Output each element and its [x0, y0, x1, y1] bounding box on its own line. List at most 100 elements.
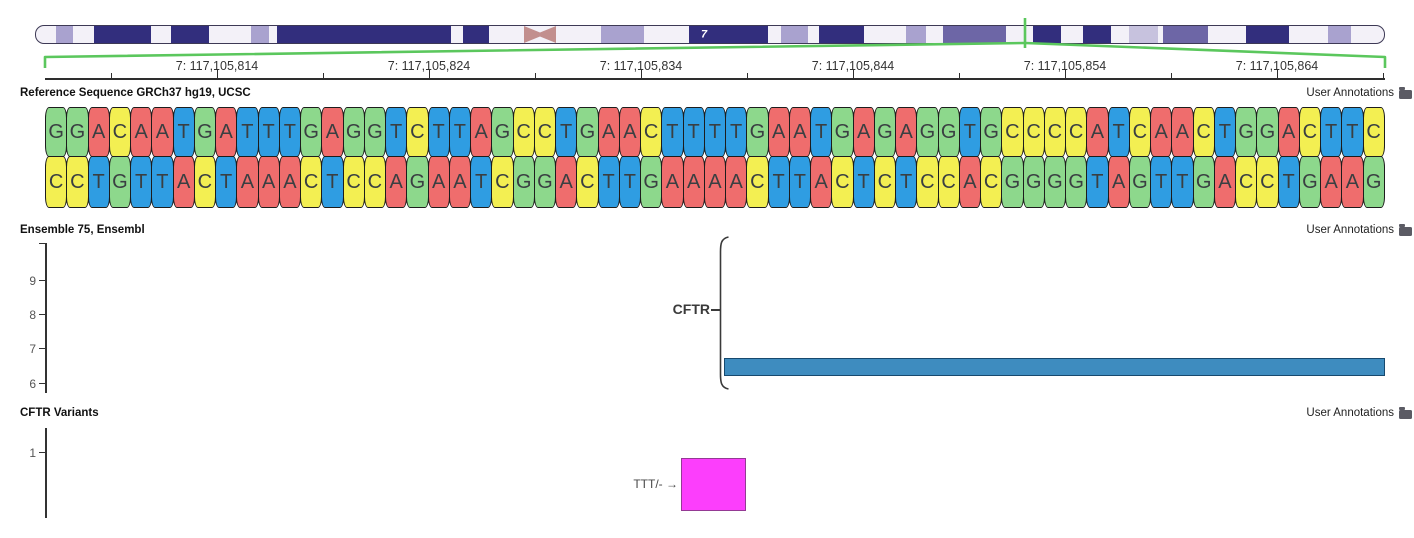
- base-cell: C: [363, 156, 386, 208]
- chromosome-ideogram[interactable]: 7: [35, 25, 1385, 44]
- base-cell: T: [1107, 107, 1130, 157]
- base-cell: C: [193, 156, 216, 208]
- base-cell: G: [873, 107, 896, 157]
- base-cell: G: [45, 107, 68, 157]
- base-cell: A: [1107, 156, 1130, 208]
- base-cell: C: [831, 156, 854, 208]
- axis-tick-label: 6: [29, 377, 36, 391]
- base-cell: A: [555, 156, 578, 208]
- base-cell: A: [618, 107, 641, 157]
- user-annotations-button-reference[interactable]: User Annotations: [1306, 87, 1412, 99]
- variant-box[interactable]: [681, 458, 746, 511]
- base-cell: A: [767, 107, 790, 157]
- base-cell: C: [980, 156, 1003, 208]
- base-cell: A: [682, 156, 705, 208]
- base-cell: C: [1235, 156, 1258, 208]
- base-cell: T: [852, 156, 875, 208]
- base-cell: A: [215, 107, 238, 157]
- base-cell: T: [1171, 156, 1194, 208]
- axis-tick-label: 7: [29, 342, 36, 356]
- base-cell: T: [278, 107, 301, 157]
- base-cell: T: [725, 107, 748, 157]
- base-cell: T: [427, 107, 450, 157]
- base-cell: A: [130, 107, 153, 157]
- variant-allele-label: TTT/- →: [633, 477, 678, 491]
- ideogram-band: [171, 26, 209, 43]
- base-cell: G: [746, 107, 769, 157]
- base-cell: T: [1277, 156, 1300, 208]
- base-cell: T: [1086, 156, 1109, 208]
- base-cell: C: [533, 107, 556, 157]
- base-cell: C: [1022, 107, 1045, 157]
- base-cell: G: [108, 156, 131, 208]
- base-cell: T: [958, 107, 981, 157]
- base-cell: G: [1256, 107, 1279, 157]
- ideogram-band: [1083, 26, 1111, 43]
- base-cell: G: [937, 107, 960, 157]
- base-cell: A: [1171, 107, 1194, 157]
- base-cell: A: [427, 156, 450, 208]
- track-title-variants: CFTR Variants: [20, 407, 99, 419]
- base-cell: C: [45, 156, 68, 208]
- base-cell: G: [363, 107, 386, 157]
- base-cell: A: [1341, 156, 1364, 208]
- gene-name-label: CFTR: [672, 301, 710, 317]
- base-cell: A: [257, 156, 280, 208]
- base-cell: T: [151, 156, 174, 208]
- base-cell: T: [895, 156, 918, 208]
- base-cell: T: [470, 156, 493, 208]
- base-cell: A: [236, 156, 259, 208]
- ideogram-band: [943, 26, 1006, 43]
- track-title-genes: Ensemble 75, Ensembl: [20, 224, 145, 236]
- base-cell: G: [1298, 156, 1321, 208]
- ideogram-band: [277, 26, 451, 43]
- base-cell: T: [257, 107, 280, 157]
- gene-body-bar[interactable]: [724, 358, 1385, 376]
- base-cell: A: [172, 156, 195, 208]
- base-cell: G: [342, 107, 365, 157]
- base-cell: A: [895, 107, 918, 157]
- user-annotations-button-variants[interactable]: User Annotations: [1306, 407, 1412, 419]
- base-cell: G: [640, 156, 663, 208]
- base-cell: C: [342, 156, 365, 208]
- ideogram-band: [1033, 26, 1061, 43]
- folder-icon[interactable]: [1399, 87, 1412, 99]
- base-cell: T: [87, 156, 110, 208]
- base-cell: A: [278, 156, 301, 208]
- base-cell: C: [640, 107, 663, 157]
- base-cell: G: [1001, 156, 1024, 208]
- chromosome-number-label: 7: [701, 28, 708, 40]
- base-cell: G: [1362, 156, 1385, 208]
- base-cell: A: [1320, 156, 1343, 208]
- folder-icon[interactable]: [1399, 224, 1412, 236]
- base-cell: C: [491, 156, 514, 208]
- base-cell: G: [980, 107, 1003, 157]
- base-cell: C: [746, 156, 769, 208]
- base-cell: G: [491, 107, 514, 157]
- base-cell: T: [1150, 156, 1173, 208]
- base-cell: C: [1043, 107, 1066, 157]
- base-cell: A: [151, 107, 174, 157]
- base-cell: T: [618, 156, 641, 208]
- genes-track-header: Ensemble 75, Ensembl User Annotations: [20, 221, 1412, 239]
- ideogram-band: [94, 26, 151, 43]
- user-annotations-button-genes[interactable]: User Annotations: [1306, 224, 1412, 236]
- base-cell: C: [108, 107, 131, 157]
- base-cell: G: [193, 107, 216, 157]
- base-cell: T: [236, 107, 259, 157]
- base-cell: G: [831, 107, 854, 157]
- base-cell: T: [555, 107, 578, 157]
- user-annotations-label: User Annotations: [1306, 407, 1394, 419]
- ruler-coordinate-label: 7: 117,105,844: [811, 59, 895, 73]
- base-cell: T: [767, 156, 790, 208]
- base-cell: A: [725, 156, 748, 208]
- track-title-reference: Reference Sequence GRCh37 hg19, UCSC: [20, 87, 251, 99]
- folder-icon[interactable]: [1399, 407, 1412, 419]
- base-cell: C: [1298, 107, 1321, 157]
- base-cell: G: [512, 156, 535, 208]
- base-cell: G: [1192, 156, 1215, 208]
